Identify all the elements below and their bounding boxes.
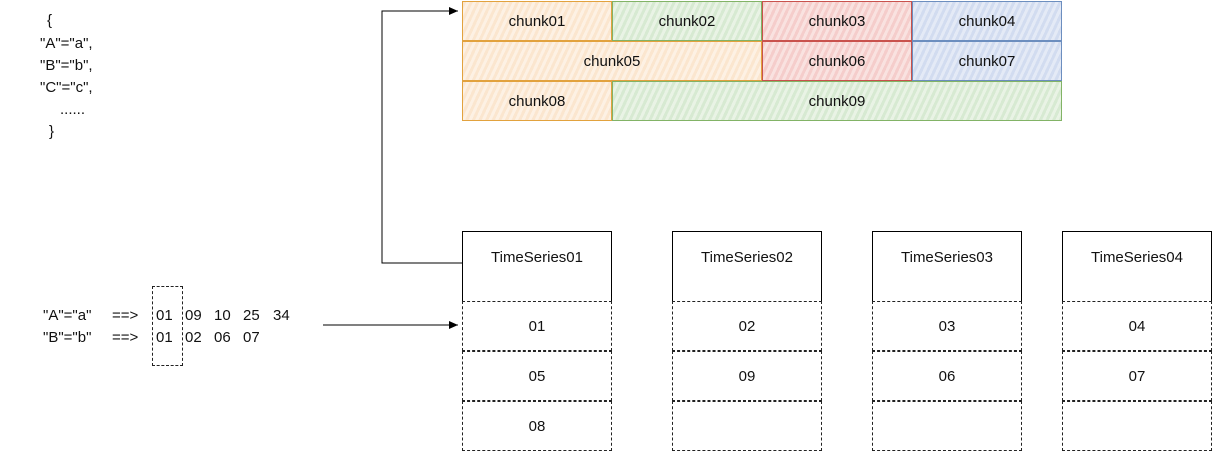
- label-map-line: "A"="a",: [40, 35, 93, 52]
- label-map-line: "C"="c",: [40, 79, 93, 96]
- label-map-close-brace: }: [49, 123, 55, 140]
- posting-id: 06: [214, 329, 231, 346]
- posting-id: 02: [185, 329, 202, 346]
- timeseries-cell: 04: [1062, 301, 1212, 351]
- timeseries-cell: 06: [872, 351, 1022, 401]
- chunk-cell: chunk09: [612, 81, 1062, 121]
- posting-id: 09: [185, 307, 202, 324]
- chunk-cell: chunk07: [912, 41, 1062, 81]
- posting-label: "B"="b": [43, 329, 92, 346]
- timeseries-title: TimeSeries01: [462, 231, 612, 301]
- timeseries-cell: 08: [462, 401, 612, 451]
- label-map-line: "B"="b",: [40, 57, 93, 74]
- posting-id: 01: [156, 329, 173, 346]
- posting-id: 25: [243, 307, 260, 324]
- timeseries-cell: [1062, 401, 1212, 451]
- timeseries-cell: 02: [672, 301, 822, 351]
- timeseries-title: TimeSeries02: [672, 231, 822, 301]
- timeseries-cell: [672, 401, 822, 451]
- posting-id: 34: [273, 307, 290, 324]
- chunk-cell: chunk02: [612, 1, 762, 41]
- chunk-cell: chunk06: [762, 41, 912, 81]
- ts-to-chunk-arrow: [381, 7, 462, 264]
- timeseries-cell: 05: [462, 351, 612, 401]
- chunk-cell: chunk01: [462, 1, 612, 41]
- timeseries-cell: [872, 401, 1022, 451]
- posting-id: 10: [214, 307, 231, 324]
- posting-id: 07: [243, 329, 260, 346]
- posting-id: 01: [156, 307, 173, 324]
- timeseries-title: TimeSeries04: [1062, 231, 1212, 301]
- timeseries-cell: 07: [1062, 351, 1212, 401]
- posting-label: "A"="a": [43, 307, 92, 324]
- timeseries-title: TimeSeries03: [872, 231, 1022, 301]
- chunk-cell: chunk03: [762, 1, 912, 41]
- chunk-cell: chunk05: [462, 41, 762, 81]
- chunk-cell: chunk08: [462, 81, 612, 121]
- intersection-highlight-box: [152, 286, 183, 366]
- posting-arrow: ==>: [112, 307, 139, 324]
- chunk-cell: chunk04: [912, 1, 1062, 41]
- timeseries-cell: 01: [462, 301, 612, 351]
- label-map-open-brace: {: [47, 12, 53, 29]
- timeseries-cell: 09: [672, 351, 822, 401]
- timeseries-cell: 03: [872, 301, 1022, 351]
- label-map-ellipsis: ......: [60, 101, 86, 118]
- posting-arrow: ==>: [112, 329, 139, 346]
